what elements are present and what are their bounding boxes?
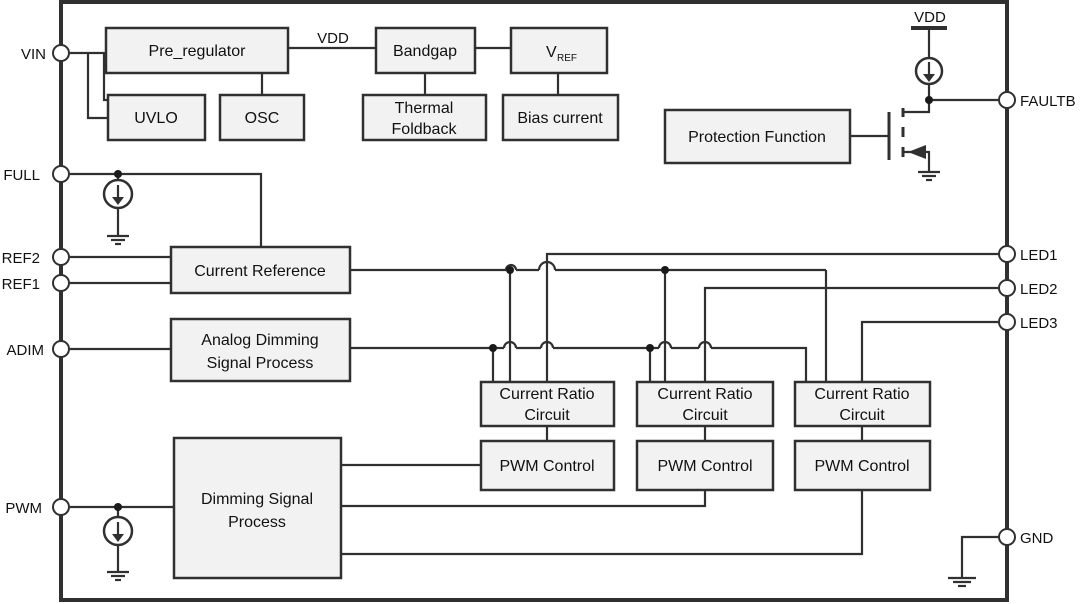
dimming-signal-block: Dimming Signal Process bbox=[172, 436, 343, 580]
analog-dimming-block: Analog Dimming Signal Process bbox=[169, 317, 352, 383]
svg-text:Dimming Signal: Dimming Signal bbox=[201, 491, 313, 508]
svg-text:Current Reference: Current Reference bbox=[194, 263, 326, 280]
svg-text:Bias current: Bias current bbox=[517, 110, 603, 127]
current-source-icon bbox=[914, 56, 944, 86]
pin-label-faultb: FAULTB bbox=[1020, 93, 1076, 110]
svg-text:Current Ratio: Current Ratio bbox=[657, 386, 752, 403]
svg-text:Circuit: Circuit bbox=[682, 407, 728, 424]
current-ratio-block-3: Current Ratio Circuit bbox=[793, 380, 932, 428]
svg-text:Thermal: Thermal bbox=[395, 100, 454, 117]
wires bbox=[70, 28, 998, 588]
current-source-icon bbox=[102, 515, 134, 547]
pin-markers bbox=[52, 44, 1016, 546]
pre-regulator-block: Pre_regulator bbox=[104, 26, 290, 75]
svg-text:OSC: OSC bbox=[245, 110, 280, 127]
current-source-icon bbox=[102, 178, 134, 210]
pin-label-ref2: REF2 bbox=[2, 250, 40, 267]
svg-text:PWM Control: PWM Control bbox=[499, 458, 594, 475]
pwm-control-block-3: PWM Control bbox=[793, 439, 932, 492]
vref-block: V REF bbox=[509, 26, 609, 75]
bandgap-block: Bandgap bbox=[374, 26, 477, 75]
current-reference-block: Current Reference bbox=[169, 245, 352, 295]
svg-text:PWM Control: PWM Control bbox=[657, 458, 752, 475]
osc-block: OSC bbox=[218, 93, 306, 142]
pin-label-vin: VIN bbox=[21, 46, 46, 63]
svg-text:Circuit: Circuit bbox=[839, 407, 885, 424]
current-ratio-block-1: Current Ratio Circuit bbox=[479, 380, 616, 428]
vdd-top-label: VDD bbox=[914, 9, 946, 26]
svg-text:Signal Process: Signal Process bbox=[207, 355, 314, 372]
pin-label-ref1: REF1 bbox=[2, 276, 40, 293]
svg-text:UVLO: UVLO bbox=[134, 110, 178, 127]
svg-text:Circuit: Circuit bbox=[524, 407, 570, 424]
pin-label-pwm: PWM bbox=[5, 500, 42, 517]
svg-text:Process: Process bbox=[228, 514, 286, 531]
current-ratio-block-2: Current Ratio Circuit bbox=[635, 380, 775, 428]
pin-label-led1: LED1 bbox=[1020, 247, 1058, 264]
svg-text:PWM Control: PWM Control bbox=[814, 458, 909, 475]
svg-text:Pre_regulator: Pre_regulator bbox=[149, 43, 247, 60]
svg-text:Current Ratio: Current Ratio bbox=[814, 386, 909, 403]
bias-current-block: Bias current bbox=[501, 93, 620, 142]
svg-text:Current Ratio: Current Ratio bbox=[499, 386, 594, 403]
pin-label-led2: LED2 bbox=[1020, 281, 1058, 298]
uvlo-block: UVLO bbox=[106, 93, 207, 142]
svg-text:Bandgap: Bandgap bbox=[393, 43, 457, 60]
svg-text:REF: REF bbox=[557, 53, 577, 64]
vdd-internal-label: VDD bbox=[317, 30, 349, 47]
pwm-control-block-2: PWM Control bbox=[635, 439, 775, 492]
protection-function-block: Protection Function bbox=[663, 108, 852, 165]
pin-label-full: FULL bbox=[3, 167, 40, 184]
thermal-foldback-block: Thermal Foldback bbox=[361, 93, 488, 142]
pin-label-led3: LED3 bbox=[1020, 315, 1058, 332]
svg-text:V: V bbox=[546, 44, 557, 61]
junction-dots bbox=[114, 96, 933, 511]
svg-text:Foldback: Foldback bbox=[392, 121, 458, 138]
svg-text:Analog Dimming: Analog Dimming bbox=[201, 332, 318, 349]
svg-text:Protection Function: Protection Function bbox=[688, 129, 826, 146]
pin-label-adim: ADIM bbox=[7, 342, 45, 359]
pwm-control-block-1: PWM Control bbox=[479, 439, 616, 492]
pin-label-gnd: GND bbox=[1020, 530, 1054, 547]
